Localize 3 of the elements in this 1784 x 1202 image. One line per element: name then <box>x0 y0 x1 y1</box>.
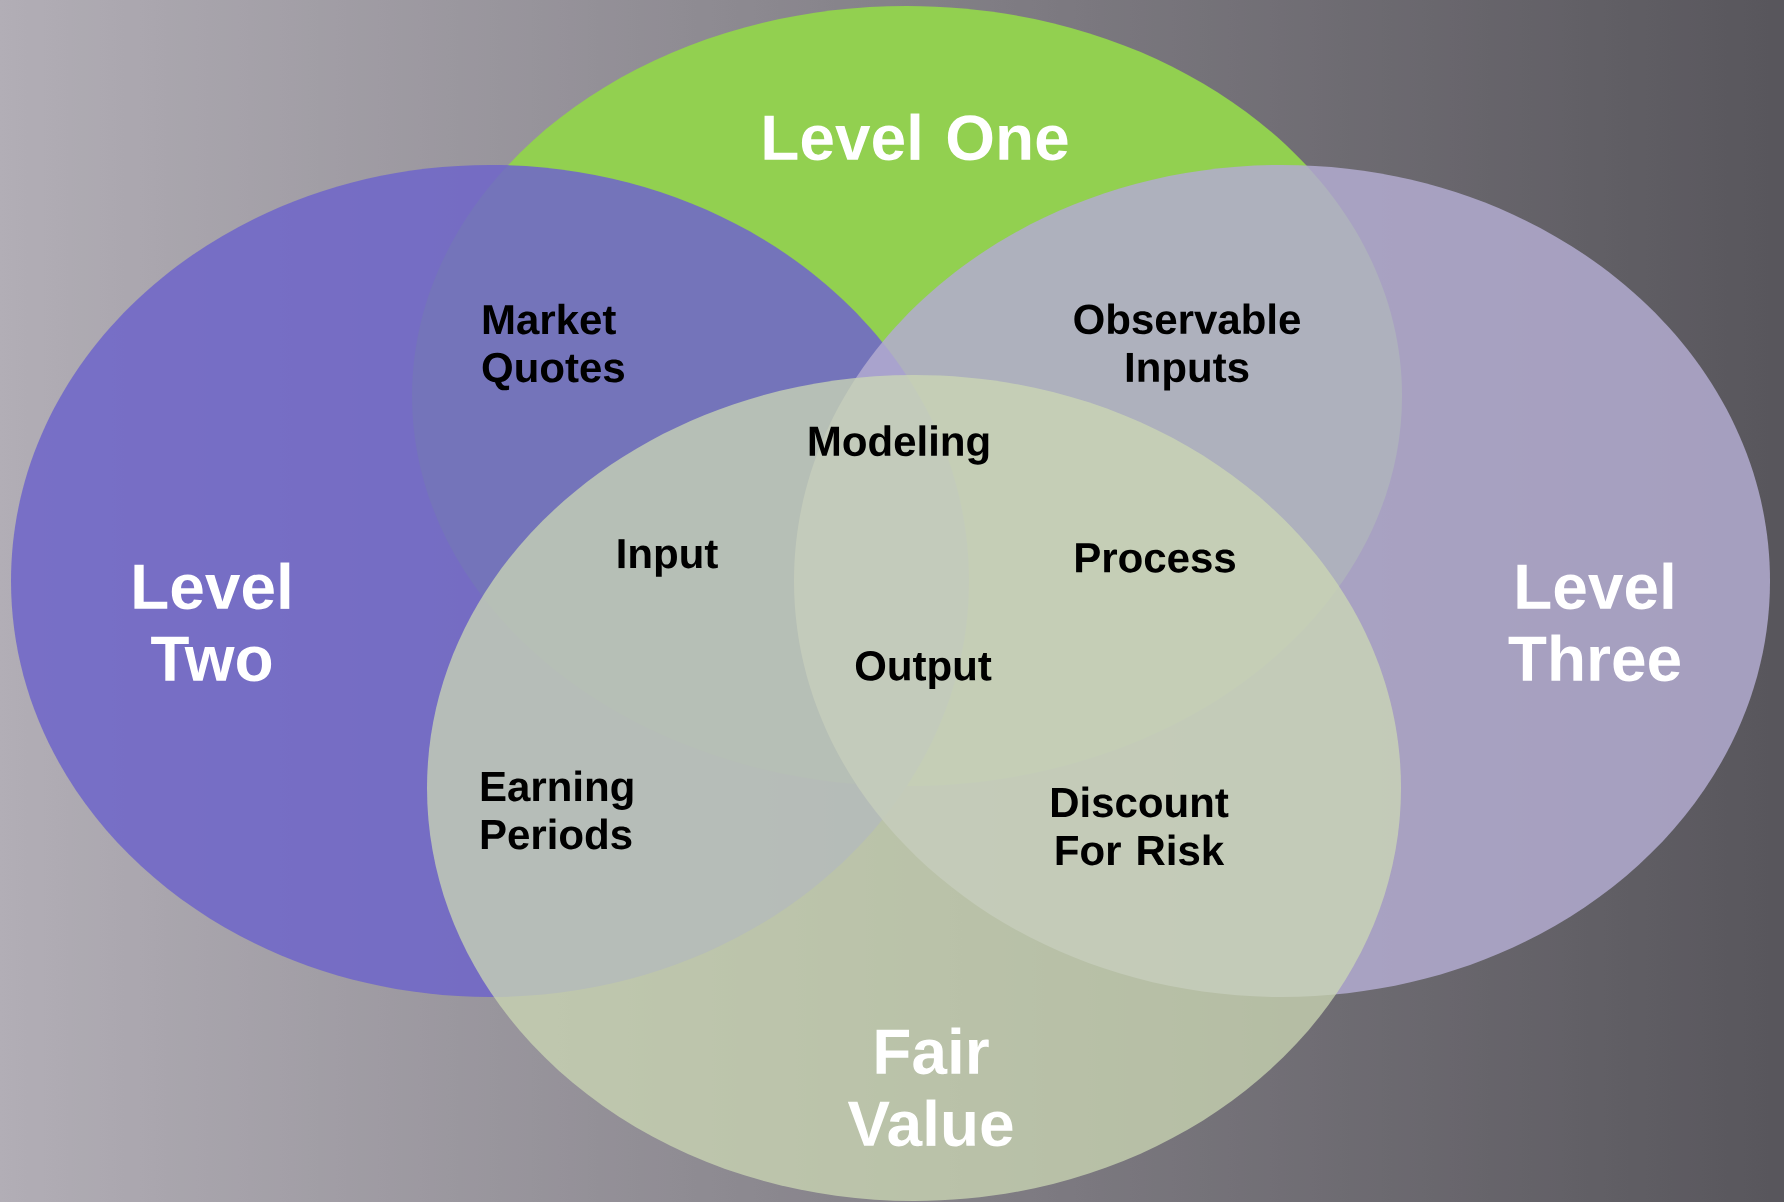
region-label: Process <box>1076 543 1235 573</box>
region-label: Discount For Risk <box>1052 786 1229 866</box>
region-label: Input <box>618 539 718 577</box>
